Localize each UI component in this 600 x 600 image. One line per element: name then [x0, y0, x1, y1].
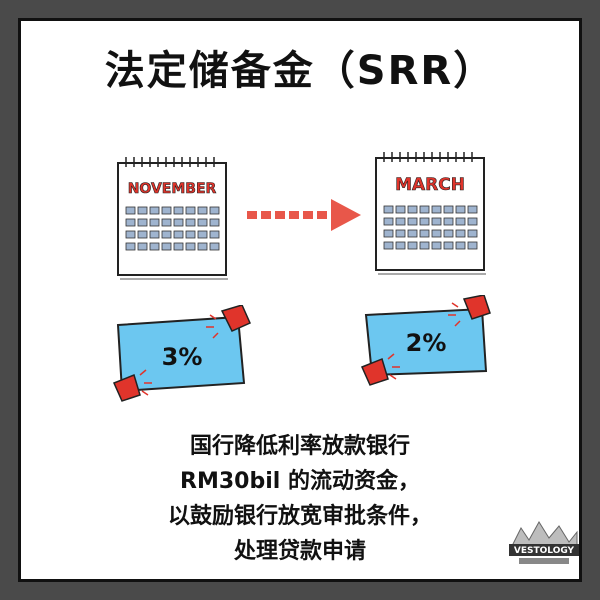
vestology-logo-icon: VESTOLOGY [509, 521, 579, 564]
infographic-card [18, 18, 582, 582]
calendar-march-icon: MARCH [375, 152, 486, 275]
calendar-november-icon: NOVEMBER [117, 157, 228, 280]
rate-before-label: 3% [162, 343, 203, 371]
page-title: 法定储备金（SRR） [104, 48, 496, 94]
calendar-month-right: MARCH [395, 175, 465, 195]
arrow-right-icon [247, 199, 361, 231]
rate-badge-before: 3% [112, 305, 251, 402]
body-line-2: RM30bil 的流动资金， [180, 469, 420, 494]
megaphone-icon [448, 295, 491, 327]
rate-badge-after: 2% [360, 295, 491, 386]
rate-after-label: 2% [406, 329, 447, 357]
body-line-1: 国行降低利率放款银行 [189, 434, 410, 459]
body-line-4: 处理贷款申请 [233, 539, 366, 564]
calendar-month-left: NOVEMBER [128, 181, 217, 197]
logo-text: VESTOLOGY [514, 546, 575, 556]
body-line-3: 以鼓励银行放宽审批条件， [167, 504, 432, 529]
megaphone-icon [206, 305, 251, 339]
megaphone-icon [112, 369, 152, 402]
megaphone-icon [360, 353, 400, 386]
